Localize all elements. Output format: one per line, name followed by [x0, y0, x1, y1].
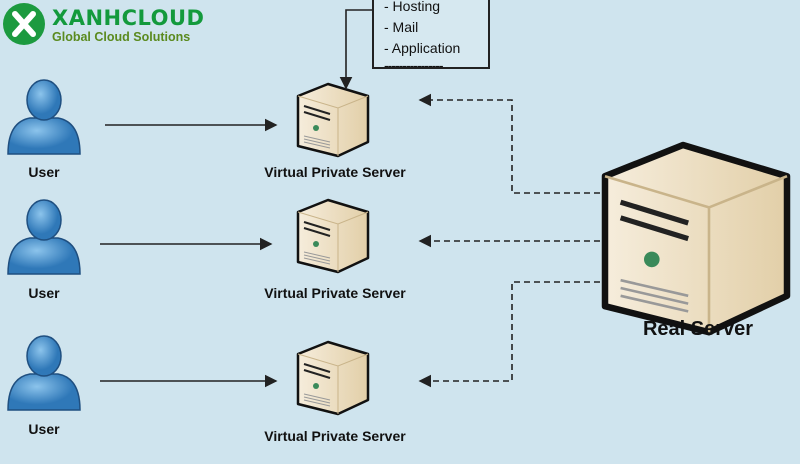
vps-server-icon: [296, 340, 370, 416]
vps-label: Virtual Private Server: [264, 285, 406, 301]
user-icon: [7, 335, 81, 411]
real-server-label: Real Server: [642, 318, 754, 340]
vps-server-icon: [296, 82, 370, 158]
real-to-vps-arrow: [418, 93, 600, 194]
user-label: User: [28, 164, 60, 180]
logo-icon: [3, 3, 45, 45]
real-server-icon: [605, 145, 787, 332]
vps-server-icon: [296, 198, 370, 274]
user-icon: [7, 79, 81, 155]
service-item: - Application: [384, 40, 461, 56]
service-item: - Hosting: [384, 0, 441, 14]
user-icon: [7, 199, 81, 275]
user-label: User: [28, 421, 60, 437]
service-item: - Mail: [384, 19, 419, 35]
service-item: ----------------: [384, 57, 444, 73]
services-box: - Hosting - Mail - Application ---------…: [372, 0, 490, 73]
logo-brand: XANHCLOUD: [52, 6, 205, 30]
real-to-vps-arrow: [418, 281, 600, 388]
services-arrow: [339, 9, 372, 90]
vps-label: Virtual Private Server: [264, 164, 406, 180]
vps-label: Virtual Private Server: [264, 428, 406, 444]
user-label: User: [28, 285, 60, 301]
logo-tagline: Global Cloud Solutions: [52, 30, 191, 44]
